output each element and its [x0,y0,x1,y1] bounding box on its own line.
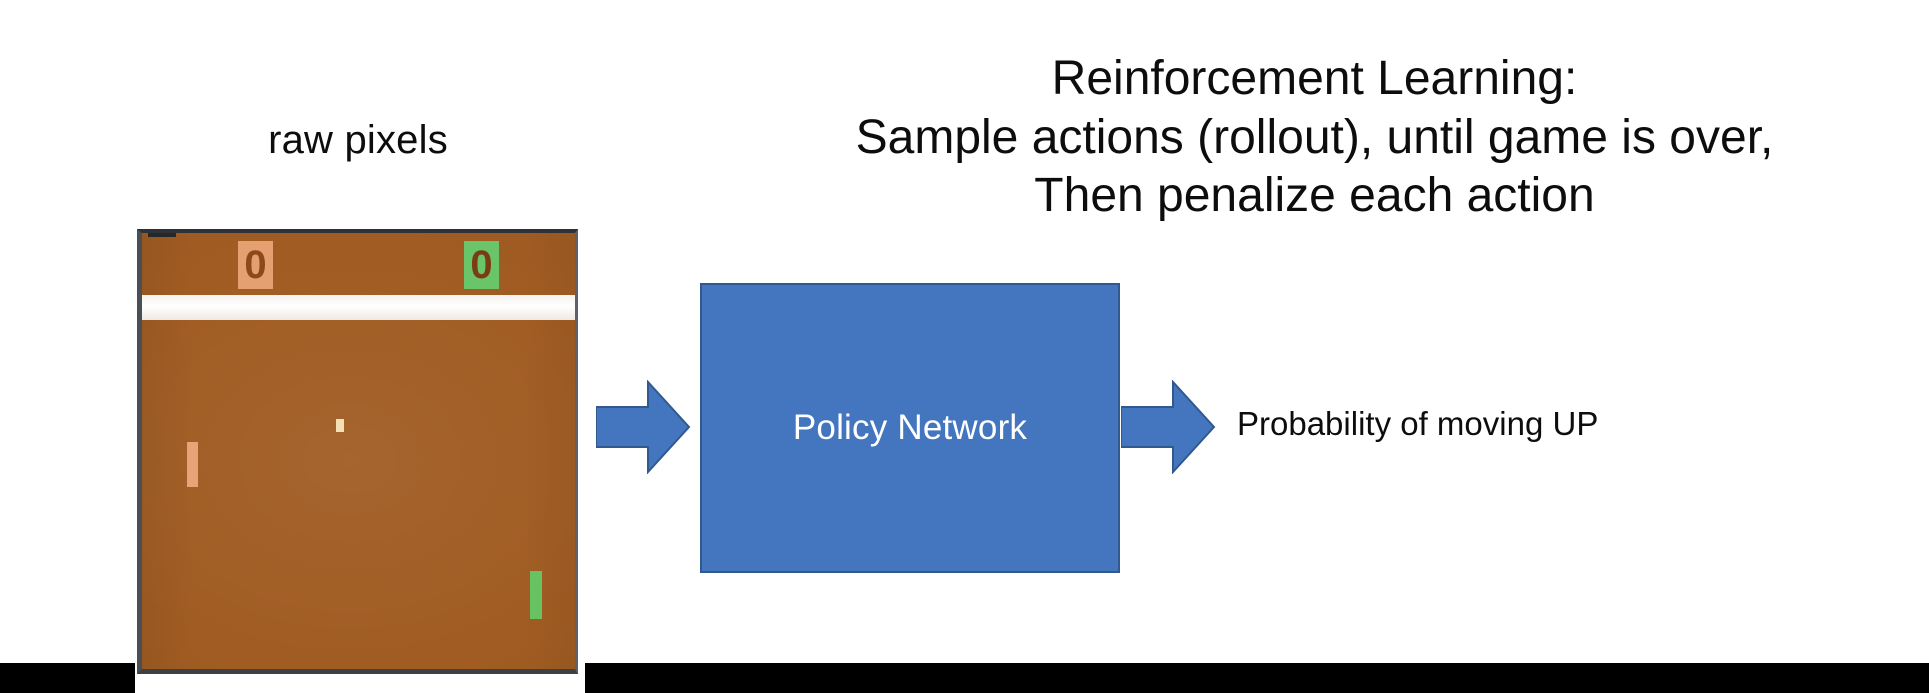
policy-network-box[interactable]: Policy Network [700,283,1120,573]
right-arrow-icon-input [596,380,691,474]
letterbox-bar-right [585,663,1929,693]
pong-score-right: 0 [464,241,499,289]
pong-paddle-opponent [187,442,198,487]
slide-heading: Reinforcement Learning: Sample actions (… [700,50,1929,226]
pong-paddle-agent [530,571,542,619]
pong-divider-bar [142,295,575,320]
right-arrow-icon-output [1121,380,1216,474]
output-label: Probability of moving UP [1237,405,1599,442]
raw-pixels-caption: raw pixels [268,118,448,162]
heading-line-1: Reinforcement Learning: [1051,52,1578,105]
heading-line-2: Sample actions (rollout), until game is … [855,110,1774,164]
heading-line-3: Then penalize each action [1034,169,1595,223]
pong-game-screenshot: 0 0 [137,229,578,674]
pong-ball [336,419,344,432]
pong-corner-marker [148,233,176,237]
policy-network-label: Policy Network [792,408,1028,447]
letterbox-bar-left [0,663,135,693]
pong-score-left: 0 [238,241,273,289]
